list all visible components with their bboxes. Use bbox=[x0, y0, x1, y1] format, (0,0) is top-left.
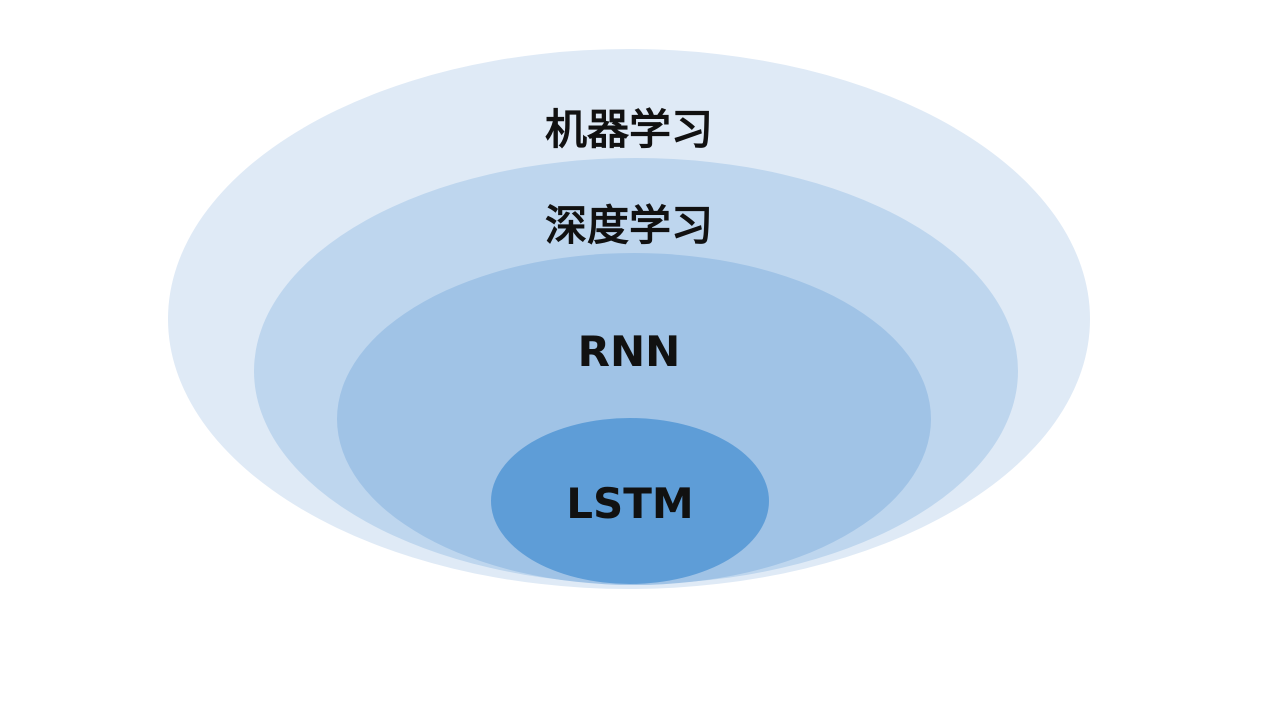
ring-lstm bbox=[491, 418, 769, 584]
label-deep-learning: 深度学习 bbox=[545, 201, 713, 250]
label-machine-learning: 机器学习 bbox=[545, 105, 713, 154]
label-lstm: LSTM bbox=[566, 479, 693, 528]
label-rnn: RNN bbox=[578, 327, 681, 376]
